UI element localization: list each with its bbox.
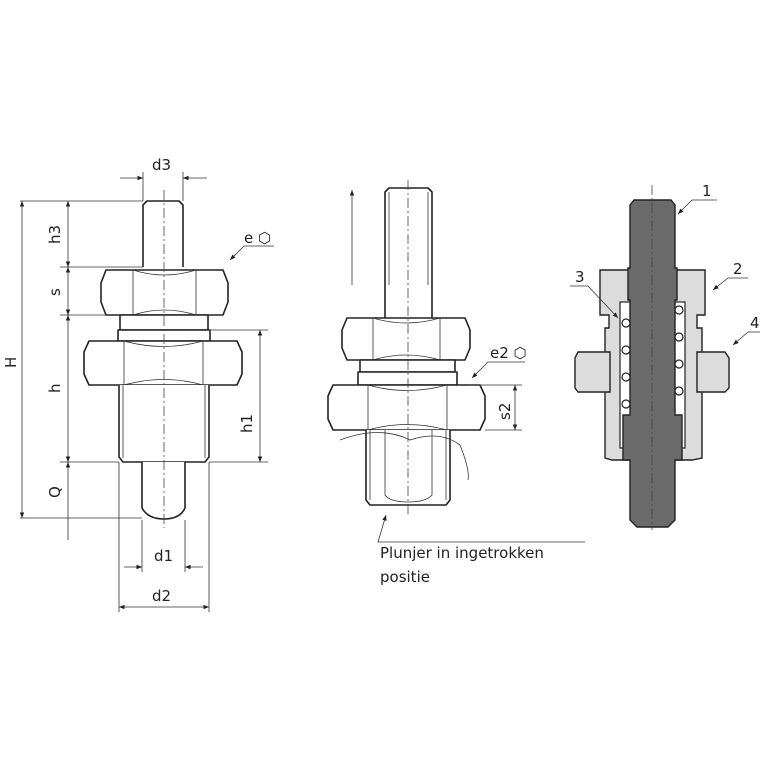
part-label-4: 4 (750, 314, 760, 332)
retracted-view: e2 ⬡ s2 Plunjer in ingetrokken positie (327, 180, 585, 586)
nut-right-part-4 (696, 351, 730, 393)
dim-d3: d3 (152, 156, 171, 174)
dim-h1: h1 (238, 414, 256, 433)
upper-hex-nut (100, 269, 229, 316)
part-label-3: 3 (575, 268, 585, 286)
dim-H: H (2, 357, 20, 368)
lower-hex-nut (83, 340, 243, 386)
dimension-lines (19, 172, 274, 612)
caption-line-2: positie (380, 568, 430, 586)
lock-nut-hex (327, 384, 486, 431)
front-view: d3 h3 s H h Q h1 d1 d2 e ⬡ (2, 156, 274, 612)
dim-h3: h3 (46, 225, 64, 244)
plunger-part-1 (622, 199, 683, 528)
top-pin (142, 200, 184, 267)
dim-Q: Q (46, 486, 64, 498)
part-label-2: 2 (733, 260, 743, 278)
pulled-plunger (384, 187, 433, 318)
nut-left-part-4 (574, 351, 611, 393)
section-view: 1 2 3 4 (570, 182, 760, 530)
caption-line-1: Plunjer in ingetrokken (380, 544, 544, 562)
dim-d2: d2 (152, 587, 171, 605)
dim-e-hex: e ⬡ (244, 229, 271, 247)
dim-e2-hex: e2 ⬡ (490, 344, 527, 362)
part-label-1: 1 (702, 182, 712, 200)
spring-part-3 (621, 305, 684, 409)
plunger-tip (141, 462, 186, 520)
dim-s2: s2 (496, 403, 514, 420)
knob-hex (341, 317, 471, 361)
dim-d1: d1 (154, 547, 173, 565)
dim-s: s (46, 288, 64, 296)
dim-h: h (46, 383, 64, 393)
